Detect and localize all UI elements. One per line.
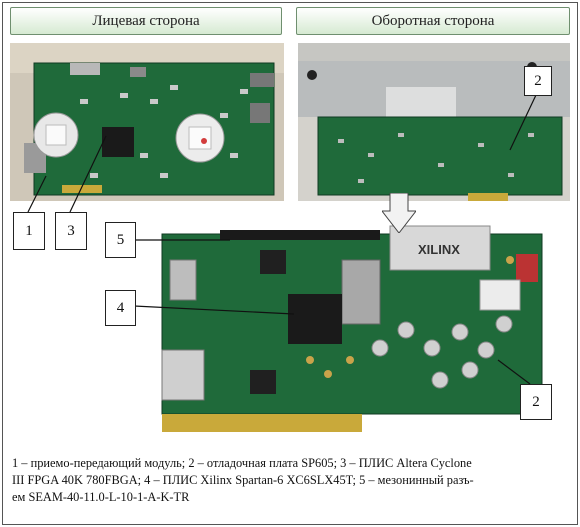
pcie-edge-connector [162, 414, 362, 432]
sp605-photo: XILINX [150, 220, 558, 440]
down-arrow [382, 193, 416, 233]
callout-5: 5 [105, 222, 136, 258]
callout-3: 3 [55, 212, 87, 250]
caption-line-2: III FPGA 40K 780FBGA; 4 – ПЛИС Xilinx Sp… [12, 473, 474, 487]
back-side-header: Оборотная сторона [296, 7, 570, 35]
sp605-board-back [317, 116, 563, 196]
front-board-image [10, 43, 284, 201]
callout-2-top: 2 [524, 66, 552, 96]
front-side-title: Лицевая сторона [92, 12, 200, 29]
caption-line-1: 1 – приемо-передающий модуль; 2 – отладо… [12, 456, 472, 470]
callout-1-label: 1 [25, 222, 33, 239]
front-side-photo [10, 43, 284, 201]
xilinx-fpga-chip [288, 294, 342, 344]
callout-2-top-label: 2 [534, 72, 542, 89]
back-side-title: Оборотная сторона [371, 12, 495, 29]
power-switch [516, 254, 538, 282]
front-side-header: Лицевая сторона [10, 7, 282, 35]
callout-3-label: 3 [67, 222, 75, 239]
sma-connector-left [33, 112, 79, 158]
caption-line-3: ем SEAM-40-11.0-L-10-1-A-K-TR [12, 490, 190, 504]
mezzanine-connector [220, 230, 380, 240]
callout-1: 1 [13, 212, 45, 250]
callout-4-label: 4 [116, 299, 125, 316]
xilinx-logo-text: XILINX [418, 242, 460, 257]
altera-fpga-chip [102, 127, 134, 157]
callout-2-bottom-label: 2 [532, 393, 540, 410]
dvi-connector [161, 349, 205, 401]
callout-4: 4 [105, 290, 136, 326]
callout-5-label: 5 [116, 231, 125, 248]
sma-connector-right [175, 113, 225, 163]
callout-2-bottom: 2 [520, 384, 552, 420]
sp605-board-image: XILINX [150, 220, 558, 440]
cf-card-slot [389, 225, 491, 271]
figure-caption: 1 – приемо-передающий модуль; 2 – отладо… [12, 455, 564, 506]
